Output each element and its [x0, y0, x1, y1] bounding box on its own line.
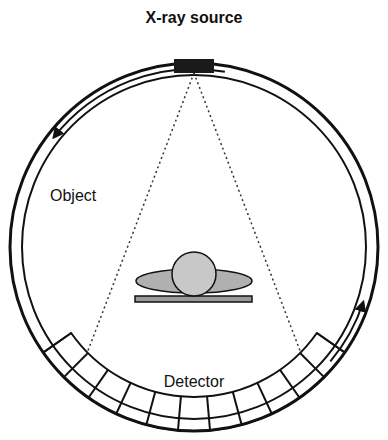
detector-cell	[233, 392, 242, 425]
outer-ring	[10, 63, 378, 431]
detector-cell	[257, 383, 271, 414]
rotation-arrow	[330, 302, 363, 361]
detector-label: Detector	[164, 372, 224, 391]
object-label: Object	[50, 186, 96, 205]
patient-table	[135, 296, 252, 302]
detector-cell	[116, 383, 130, 414]
detector-cell	[146, 392, 155, 425]
object-head	[172, 252, 216, 296]
detector-cell	[300, 353, 324, 377]
detector-cell	[178, 396, 181, 430]
rotation-arrow	[54, 69, 225, 137]
source-label: X-ray source	[146, 8, 243, 27]
gantry-ring	[10, 59, 378, 431]
x-ray-beam-edge	[87, 73, 194, 354]
detector-cell	[64, 353, 88, 377]
inner-ring	[22, 75, 366, 419]
x-ray-tube	[174, 59, 214, 73]
x-ray-beam-edge	[194, 73, 301, 354]
detector-cell	[207, 396, 210, 430]
